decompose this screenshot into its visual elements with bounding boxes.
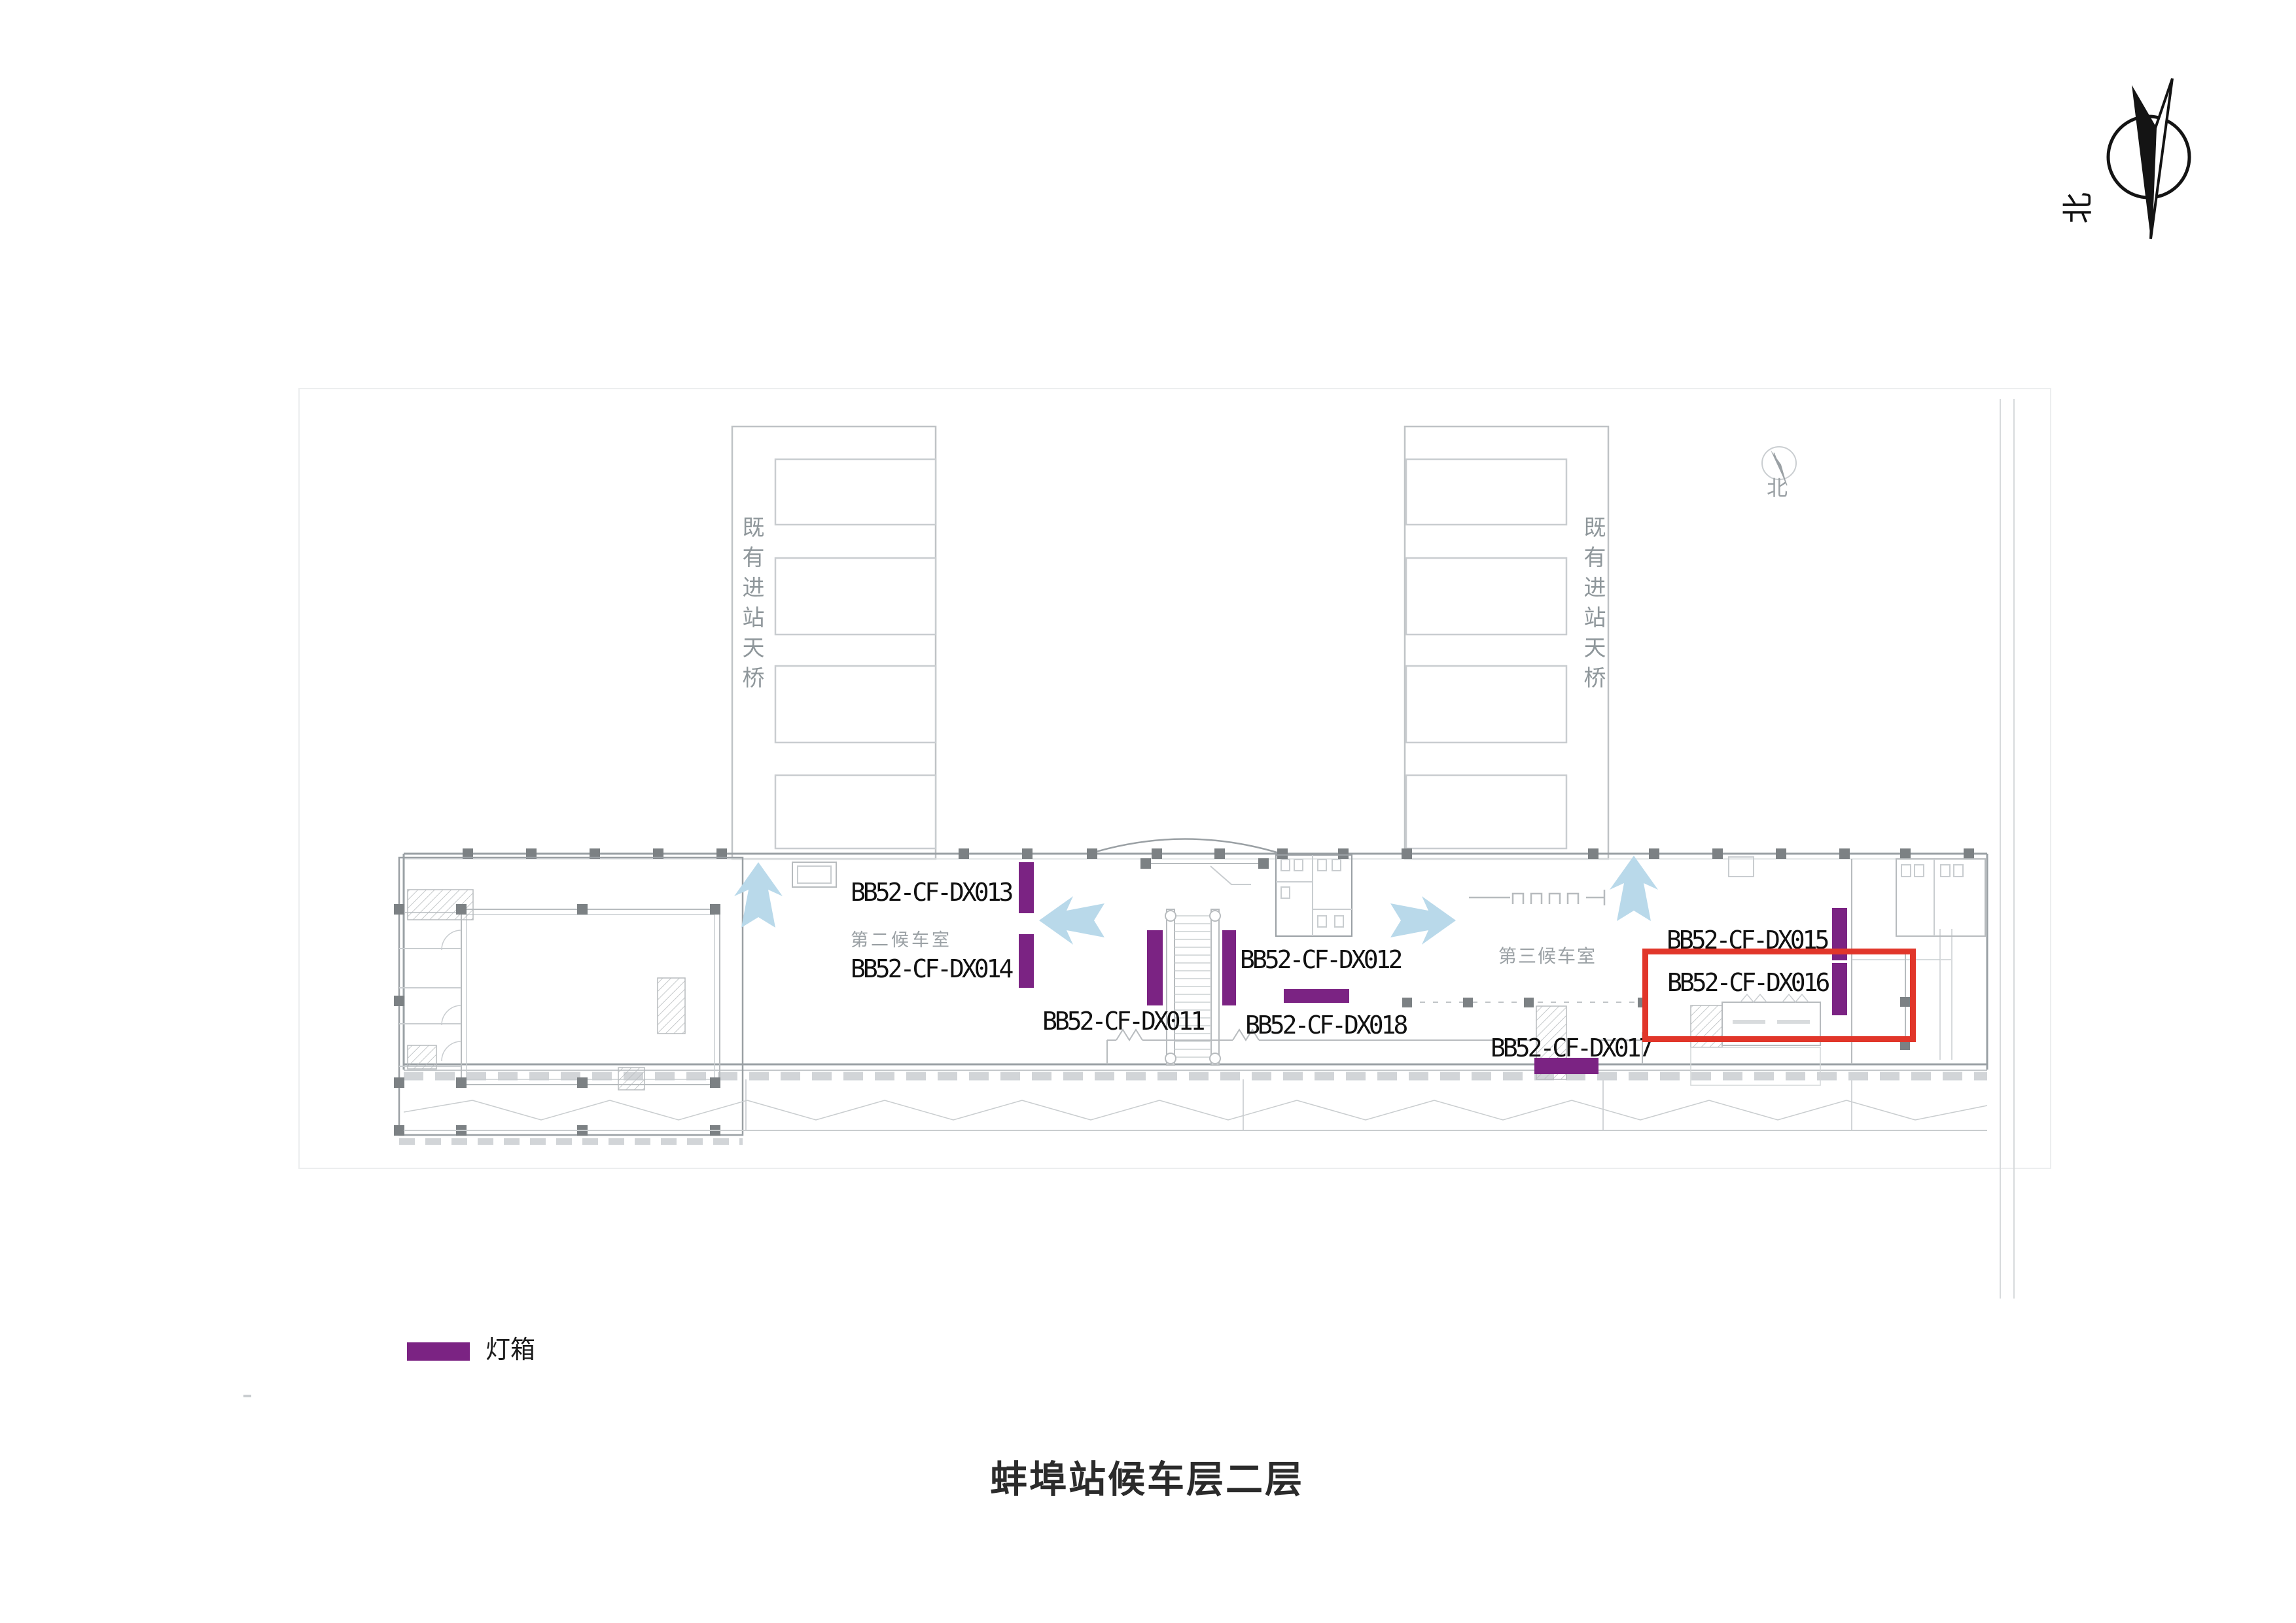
legend-tick-mark (243, 1395, 251, 1397)
lightbox-label-BB52-CF-DX015: BB52-CF-DX015 (1667, 926, 1829, 954)
lightbox-label-BB52-CF-DX018: BB52-CF-DX018 (1245, 1011, 1408, 1039)
footbridge-left-label: 既有进站天桥 (738, 515, 764, 696)
lightbox-bar-BB52-CF-DX015 (1832, 908, 1847, 960)
plan-outer-frame (298, 388, 2051, 1299)
legend-lightbox-swatch (407, 1342, 470, 1361)
lightbox-bar-BB52-CF-DX011 (1147, 930, 1163, 1005)
top-beam (1140, 858, 1269, 885)
footbridge-left (731, 425, 937, 860)
footbridge-right (1404, 425, 1610, 860)
platform-edge (403, 1100, 1988, 1131)
lightbox-bar-BB52-CF-DX017 (1534, 1058, 1598, 1074)
lightbox-label-BB52-CF-DX011: BB52-CF-DX011 (1042, 1007, 1205, 1036)
restroom-block (1275, 854, 1352, 937)
compass-icon (2106, 78, 2191, 239)
compass-north-label: 北 (2060, 192, 2096, 224)
waiting-room-2-label: 第二候车室 (851, 930, 952, 951)
footbridge-right-label: 既有进站天桥 (1580, 515, 1606, 696)
mini-north-label: 北 (1767, 476, 1788, 500)
escalator (1165, 909, 1221, 1066)
lightbox-bar-BB52-CF-DX013 (1019, 862, 1034, 913)
lightbox-bar-BB52-CF-DX014 (1019, 934, 1034, 988)
lightbox-bar-BB52-CF-DX012 (1222, 930, 1236, 1005)
turnstile-row (1469, 890, 1606, 905)
lightbox-bar-BB52-CF-DX018 (1284, 989, 1349, 1003)
entrance-walls (745, 1028, 1852, 1130)
main-hall (402, 838, 1988, 1081)
lightbox-label-BB52-CF-DX016: BB52-CF-DX016 (1667, 968, 1830, 997)
waiting-room-3-label: 第三候车室 (1498, 945, 1597, 967)
lightbox-label-BB52-CF-DX013: BB52-CF-DX013 (851, 878, 1014, 907)
highlight-box (1642, 949, 1916, 1042)
right-room-cluster (1728, 856, 1986, 937)
legend-lightbox-label: 灯箱 (486, 1335, 536, 1364)
elevator-box (792, 862, 837, 888)
lightbox-label-BB52-CF-DX012: BB52-CF-DX012 (1240, 945, 1403, 974)
lightbox-bar-BB52-CF-DX016 (1832, 963, 1847, 1015)
mini-north-icon (1761, 446, 1797, 486)
lightbox-label-BB52-CF-DX017: BB52-CF-DX017 (1491, 1034, 1653, 1062)
lightbox-label-BB52-CF-DX014: BB52-CF-DX014 (851, 954, 1014, 983)
page-title: 蚌埠站候车层二层 (990, 1458, 1304, 1501)
column-grid (463, 848, 1974, 859)
